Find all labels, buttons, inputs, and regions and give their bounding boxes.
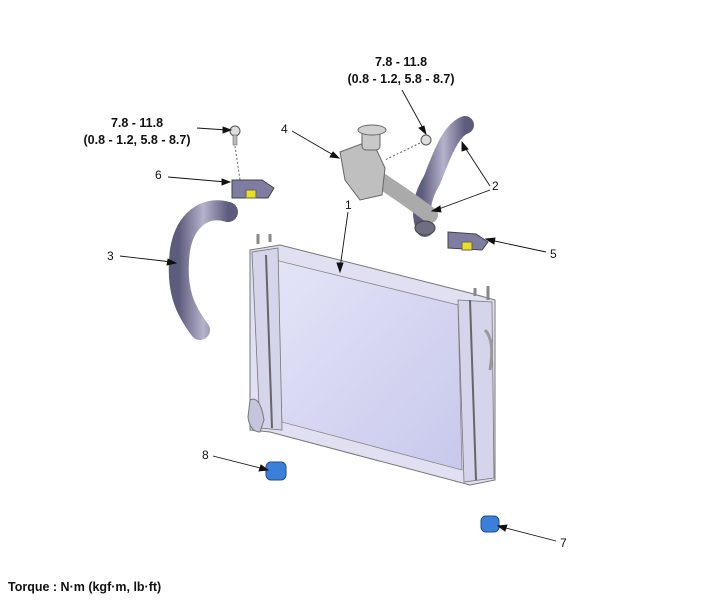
callout-2: 2 — [492, 179, 499, 193]
torque-units-legend: Torque : N·m (kgf·m, lb·ft) — [8, 580, 162, 594]
bolt-filler-neck — [420, 134, 432, 146]
torque-label-bracket-bolt: 7.8 - 11.8 (0.8 - 1.2, 5.8 - 8.7) — [77, 115, 197, 149]
leader-lines — [119, 89, 557, 542]
upper-bracket-6 — [231, 179, 275, 199]
torque-value: 7.8 - 11.8 — [374, 55, 428, 69]
upper-hose-and-filler-neck — [339, 116, 474, 237]
callout-7: 7 — [560, 536, 567, 550]
torque-units: (0.8 - 1.2, 5.8 - 8.7) — [83, 133, 191, 147]
lower-mount-7 — [480, 515, 500, 533]
radiator — [247, 234, 496, 486]
callout-3: 3 — [107, 249, 114, 263]
lower-mount-8 — [265, 461, 287, 481]
callout-8: 8 — [202, 448, 209, 462]
torque-value: 7.8 - 11.8 — [110, 116, 164, 130]
torque-label-filler-neck-bolt: 7.8 - 11.8 (0.8 - 1.2, 5.8 - 8.7) — [341, 54, 461, 88]
torque-units: (0.8 - 1.2, 5.8 - 8.7) — [347, 72, 455, 86]
lower-hose — [168, 200, 238, 340]
callout-6: 6 — [155, 168, 162, 182]
bolt-bracket — [229, 125, 241, 146]
callout-5: 5 — [550, 247, 557, 261]
upper-bracket-5 — [447, 231, 489, 251]
callout-4: 4 — [281, 122, 288, 136]
callout-1: 1 — [345, 198, 352, 212]
